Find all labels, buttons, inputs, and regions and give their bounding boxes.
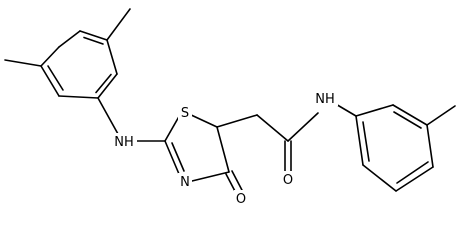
bond: [106, 39, 118, 75]
atom-n-ring: N: [178, 173, 192, 190]
bond-double-inner: [396, 161, 429, 184]
bond-double-inner: [362, 121, 370, 162]
bond: [40, 65, 60, 97]
bond: [355, 115, 364, 166]
s-c5-bond: [188, 113, 218, 128]
sulfur-label: S: [181, 106, 189, 121]
c4-n-bond: [191, 171, 230, 182]
thiazolone-ring: [132, 112, 245, 197]
ring-to-nh-bond: [97, 97, 119, 135]
methyl-bond-left: [4, 59, 42, 67]
amide-oxygen-label: O: [283, 173, 293, 188]
molecule-drawing: NH S N O O NH: [4, 8, 456, 207]
bond: [58, 30, 81, 48]
atom-s: S: [178, 104, 192, 121]
c5-c4-bond: [216, 126, 230, 173]
co-nh-bond: [287, 112, 319, 142]
ketone-oxygen-label: O: [236, 192, 246, 207]
bond-double-inner: [47, 65, 64, 91]
atom-o-ketone: O: [234, 190, 248, 207]
bond-double-inner: [83, 36, 104, 45]
bond: [392, 104, 428, 126]
c4-o-bond-b: [231, 170, 245, 194]
bond: [58, 95, 99, 99]
c2-n-bond: [164, 140, 180, 175]
c5-ch2-bond: [216, 114, 258, 128]
bond: [40, 46, 60, 67]
c2-n-double-inner: [171, 142, 185, 172]
bond: [79, 30, 108, 41]
structure-diagram: NH S N O O NH: [4, 8, 456, 207]
bond-double-inner: [95, 73, 112, 94]
ch2-co-bond: [256, 114, 289, 142]
bond: [97, 73, 118, 99]
left-dimethylphenyl-ring: [4, 8, 131, 135]
methyl-bond-right: [426, 105, 456, 126]
right-tolyl-ring: [355, 104, 456, 192]
methyl-bond-top: [106, 8, 131, 41]
bond: [355, 104, 394, 117]
atom-nh-left: NH: [111, 133, 137, 150]
nitrogen-label: N: [180, 175, 190, 190]
atom-o-amide: O: [281, 171, 295, 188]
bond: [426, 124, 434, 168]
atom-nh-right: NH: [312, 90, 338, 107]
bond: [395, 166, 434, 192]
nh-label: NH: [315, 92, 335, 107]
acetamide-linker: [216, 102, 357, 173]
nh-label: NH: [114, 135, 134, 150]
bond-double-inner: [393, 111, 422, 129]
bond: [362, 164, 397, 192]
